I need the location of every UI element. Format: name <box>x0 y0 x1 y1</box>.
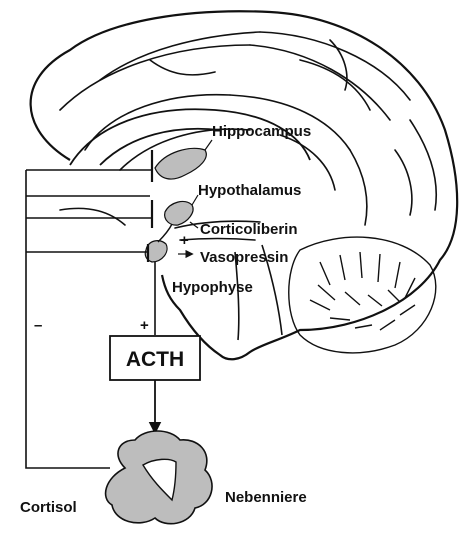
feedback-minus-sign: – <box>34 317 42 334</box>
feedback-loops <box>25 156 153 469</box>
acth-plus-sign: + <box>140 317 149 334</box>
brain-outline <box>29 10 459 361</box>
brainstem <box>234 244 283 341</box>
vasopressin-label: Vasopressin <box>200 249 288 266</box>
pituitary-stalk <box>157 223 173 243</box>
hypothalamus-label: Hypothalamus <box>198 182 301 199</box>
inhibition-bars <box>146 150 154 262</box>
hypophyse-shape <box>144 240 168 263</box>
adrenal-medulla <box>142 458 177 502</box>
cerebellum <box>288 236 437 354</box>
leader-lines <box>178 139 213 259</box>
hippocampus-label: Hippocampus <box>212 123 311 140</box>
hippocampus-shape <box>154 147 207 180</box>
hypophyse-label: Hypophyse <box>172 279 253 296</box>
acth-label: ACTH <box>126 348 184 371</box>
hypothalamus-plus-sign: + <box>180 232 189 249</box>
acth-box <box>109 335 201 381</box>
corpus-callosum <box>69 108 311 166</box>
nebenniere-label: Nebenniere <box>225 489 307 506</box>
hypothalamus-shape <box>164 200 194 226</box>
corticoliberin-label: Corticoliberin <box>200 221 298 238</box>
cortisol-label: Cortisol <box>20 499 77 516</box>
